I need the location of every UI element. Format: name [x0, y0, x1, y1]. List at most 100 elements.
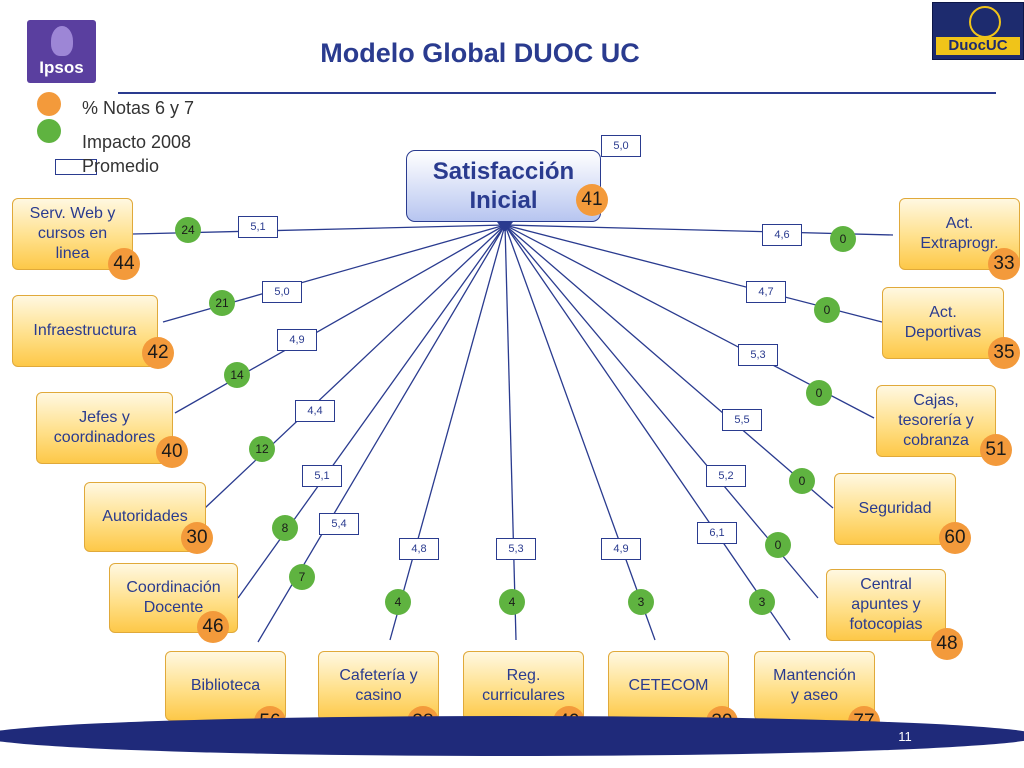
node-cafeteria: Cafetería y casino: [318, 651, 439, 721]
avg-box-coordinacion: 5,1: [302, 465, 342, 487]
node-label-line: cursos en: [37, 225, 108, 242]
legend-pct-label: % Notas 6 y 7: [82, 98, 195, 118]
legend-box: [55, 159, 97, 175]
ipsos-logo: Ipsos: [27, 20, 96, 83]
avg-box-central-apuntes: 5,2: [706, 465, 746, 487]
legend-avg-label: Promedio: [82, 156, 160, 176]
impact-badge-biblioteca: 7: [289, 564, 315, 590]
node-label-line: Mantención: [773, 667, 856, 684]
impact-badge-jefes: 14: [224, 362, 250, 388]
impact-badge-infraestructura: 21: [209, 290, 235, 316]
node-label-line: casino: [355, 687, 402, 704]
avg-box-infraestructura: 5,0: [262, 281, 302, 303]
ipsos-logo-text: Ipsos: [39, 58, 84, 77]
node-label-line: fotocopias: [849, 616, 923, 633]
node-label-line: Jefes y: [79, 409, 130, 426]
node-jefes: Jefes y coordinadores: [36, 392, 173, 464]
impact-badge-autoridades: 12: [249, 436, 275, 462]
line-cafeteria: [389, 224, 506, 641]
avg-box-seguridad: 5,5: [722, 409, 762, 431]
legend-green-circle: [37, 119, 61, 143]
node-label-line: Seguridad: [858, 500, 932, 517]
ipsos-head-icon: [51, 26, 73, 56]
node-label-line: Act.: [929, 304, 957, 321]
impact-badge-central-apuntes: 0: [765, 532, 791, 558]
node-label-line: Biblioteca: [190, 677, 261, 694]
node-seguridad: Seguridad: [834, 473, 956, 545]
line-reg-curriculares: [504, 224, 517, 641]
pct-badge-cajas: 51: [980, 434, 1012, 466]
pct-badge-act-extraprogr: 33: [988, 248, 1020, 280]
center-arrowhead-icon: [497, 222, 513, 232]
node-label-line: Cajas,: [913, 392, 959, 409]
node-label-line: Extraprogr.: [920, 235, 999, 252]
node-label-line: CETECOM: [628, 677, 709, 694]
pct-badge-coordinacion: 46: [197, 611, 229, 643]
avg-box-act-deportivas: 4,7: [746, 281, 786, 303]
node-label-line: Reg.: [506, 667, 541, 684]
node-label-line: Coordinación: [126, 579, 221, 596]
center-avg-box: 5,0: [601, 135, 641, 157]
line-act-extraprogr: [504, 224, 894, 236]
page-title: Modelo Global DUOC UC: [320, 38, 640, 68]
node-central-apuntes: Central apuntes y fotocopias: [826, 569, 946, 641]
avg-box-cajas: 5,3: [738, 344, 778, 366]
footer-bar: [0, 716, 1024, 756]
center-label-line2: Inicial: [469, 187, 538, 214]
avg-box-serv-web: 5,1: [238, 216, 278, 238]
node-label-line: cobranza: [903, 432, 969, 449]
node-label-line: apuntes y: [851, 596, 921, 613]
node-label-line: curriculares: [482, 687, 565, 704]
node-label-line: Deportivas: [904, 324, 982, 341]
line-mantencion: [504, 224, 791, 641]
pct-badge-seguridad: 60: [939, 522, 971, 554]
page-number: 11: [898, 729, 912, 744]
avg-box-autoridades: 4,4: [295, 400, 335, 422]
avg-box-jefes: 4,9: [277, 329, 317, 351]
avg-box-mantencion: 6,1: [697, 522, 737, 544]
pct-badge-serv-web: 44: [108, 248, 140, 280]
pct-badge-autoridades: 30: [181, 522, 213, 554]
node-act-deportivas: Act. Deportivas: [882, 287, 1004, 359]
duoc-logo-text: DuocUC: [936, 37, 1020, 55]
node-label-line: coordinadores: [53, 429, 156, 446]
impact-badge-reg-curriculares: 4: [499, 589, 525, 615]
line-central-apuntes: [504, 224, 819, 599]
pct-badge-infraestructura: 42: [142, 337, 174, 369]
impact-badge-cafeteria: 4: [385, 589, 411, 615]
avg-box-act-extraprogr: 4,6: [762, 224, 802, 246]
node-label-line: linea: [55, 245, 90, 262]
node-label-line: Central: [860, 576, 912, 593]
duoc-logo: DuocUC: [932, 2, 1024, 60]
center-label-line1: Satisfacción: [432, 158, 575, 185]
impact-badge-serv-web: 24: [175, 217, 201, 243]
avg-box-biblioteca: 5,4: [319, 513, 359, 535]
pct-badge-jefes: 40: [156, 436, 188, 468]
node-label-line: Serv. Web y: [29, 205, 116, 222]
impact-badge-act-extraprogr: 0: [830, 226, 856, 252]
node-cajas: Cajas, tesorería y cobranza: [876, 385, 996, 457]
node-mantencion: Mantención y aseo: [754, 651, 875, 721]
node-label-line: tesorería y: [898, 412, 974, 429]
avg-box-cafeteria: 4,8: [399, 538, 439, 560]
impact-badge-act-deportivas: 0: [814, 297, 840, 323]
line-jefes: [174, 224, 506, 414]
node-label-line: Docente: [143, 599, 204, 616]
impact-badge-seguridad: 0: [789, 468, 815, 494]
pct-badge-act-deportivas: 35: [988, 337, 1020, 369]
node-label-line: Autoridades: [102, 508, 188, 525]
line-cetecom: [504, 224, 656, 641]
node-label-line: Act.: [945, 215, 974, 232]
node-label-line: y aseo: [790, 687, 839, 704]
node-label-line: Cafetería y: [339, 667, 418, 684]
legend-impact-label: Impacto 2008: [82, 132, 192, 152]
impact-badge-cajas: 0: [806, 380, 832, 406]
legend-orange-circle: [37, 92, 61, 116]
impact-badge-cetecom: 3: [628, 589, 654, 615]
title-divider: [118, 92, 996, 94]
node-infraestructura: Infraestructura: [12, 295, 158, 367]
line-autoridades: [204, 224, 506, 509]
impact-badge-mantencion: 3: [749, 589, 775, 615]
